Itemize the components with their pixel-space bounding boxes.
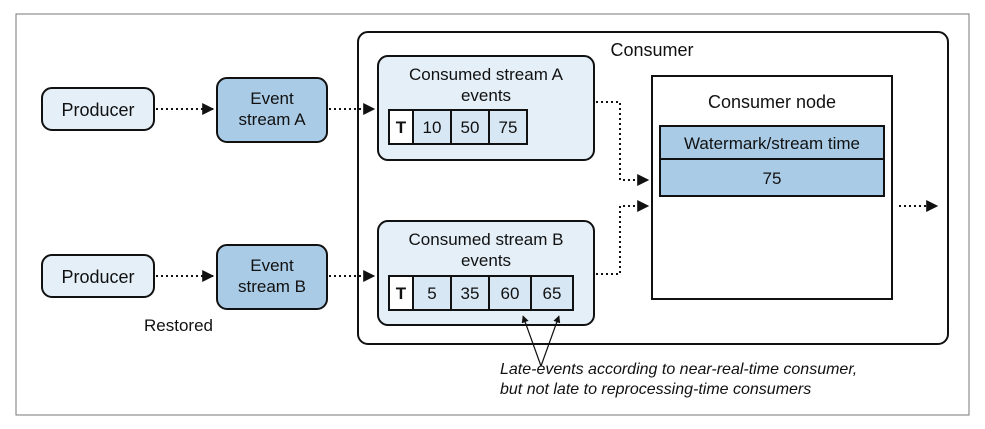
event-stream-a-box[interactable]: Event stream A xyxy=(216,77,328,143)
stream-a-cell-text-0: T xyxy=(396,118,407,137)
stream-b-cell-text-2: 35 xyxy=(461,284,480,303)
producer-a-label: Producer xyxy=(61,100,134,120)
stream-b-cell-3 xyxy=(488,275,532,311)
pointer-to-cell-60 xyxy=(521,315,542,367)
consumed-stream-b-box[interactable]: Consumed stream B events T 5 35 60 65 xyxy=(377,220,595,326)
producer-a-box[interactable]: Producer xyxy=(41,87,155,131)
consumed-stream-a-box[interactable]: Consumed stream A events T 10 50 75 xyxy=(377,55,595,161)
consumed-stream-b-line1: Consumed stream B xyxy=(409,230,564,249)
stream-a-cell-text-3: 75 xyxy=(499,118,518,137)
event-stream-b-line1: Event xyxy=(250,256,294,275)
watermark-value-cell xyxy=(659,158,885,197)
watermark-value: 75 xyxy=(763,169,782,188)
stream-b-cell-4 xyxy=(530,275,574,311)
consumer-node-box[interactable]: Consumer node Watermark/stream time 75 xyxy=(651,75,893,300)
annotation-line1: Late-events according to near-real-time … xyxy=(500,361,857,378)
event-stream-a-line2: stream A xyxy=(238,110,306,129)
stream-b-cell-text-3: 60 xyxy=(501,284,520,303)
restored-label: Restored xyxy=(144,316,213,335)
arrow-consumed-b-to-node xyxy=(596,200,650,275)
watermark-label: Watermark/stream time xyxy=(684,134,860,153)
event-stream-b-line2: stream B xyxy=(238,277,306,296)
event-stream-b-box[interactable]: Event stream B xyxy=(216,244,328,310)
arrow-consumed-a-to-node xyxy=(596,101,650,186)
stream-b-cells: T 5 35 60 65 xyxy=(388,275,574,311)
consumed-stream-b-line2: events xyxy=(461,251,511,270)
stream-a-cell-text-1: 10 xyxy=(423,118,442,137)
stream-a-cells: T 10 50 75 xyxy=(388,109,528,145)
stream-b-cell-0 xyxy=(388,275,414,311)
consumer-node-title: Consumer node xyxy=(708,92,836,112)
stream-b-cell-text-4: 65 xyxy=(543,284,562,303)
consumer-title: Consumer xyxy=(610,40,693,60)
stream-b-cell-text-0: T xyxy=(396,284,407,303)
stream-a-cell-text-2: 50 xyxy=(461,118,480,137)
event-stream-a-line1: Event xyxy=(250,89,294,108)
stream-b-cell-text-1: 5 xyxy=(427,284,436,303)
annotation-line2: but not late to reprocessing-time consum… xyxy=(500,381,811,398)
stream-a-cell-3 xyxy=(488,109,528,145)
producer-b-label: Producer xyxy=(61,267,134,287)
stream-a-cell-0 xyxy=(388,109,414,145)
stream-a-cell-1 xyxy=(412,109,452,145)
producer-b-box[interactable]: Producer xyxy=(41,254,155,298)
pointer-to-cell-65 xyxy=(540,315,561,367)
consumed-stream-a-line1: Consumed stream A xyxy=(409,65,564,84)
stream-a-cell-2 xyxy=(450,109,490,145)
consumed-stream-a-line2: events xyxy=(461,86,511,105)
